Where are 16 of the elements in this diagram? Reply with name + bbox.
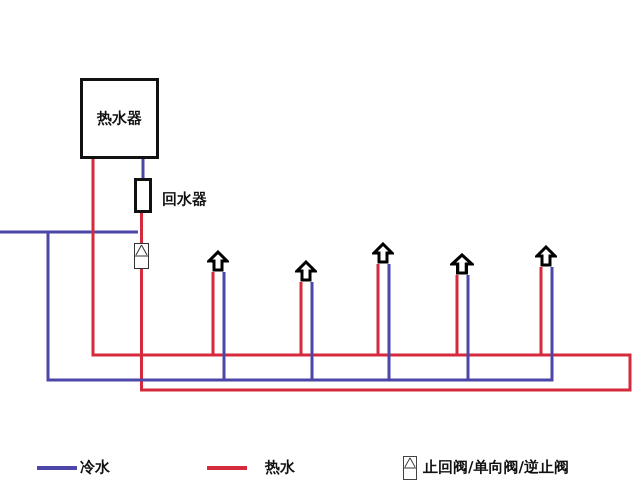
legend-label: 止回阀/单向阀/逆止阀 — [423, 458, 569, 477]
pipe — [0, 230, 554, 382]
pipe — [142, 159, 144, 178]
check-valve-symbol — [134, 243, 149, 269]
return-device-label: 回水器 — [162, 190, 207, 209]
outlet-arrow-icon — [450, 253, 474, 275]
outlet-arrow-icon — [372, 242, 394, 264]
heater-label: 热水器 — [97, 109, 142, 128]
outlet-arrow-icon — [295, 260, 317, 282]
outlet-arrow-icon — [535, 245, 557, 267]
water-heater-box — [80, 78, 159, 159]
legend-label: 冷水 — [80, 458, 110, 477]
return-device-box — [134, 178, 152, 213]
outlet-arrow-icon — [207, 250, 229, 272]
legend-label: 热水 — [265, 458, 295, 477]
pipe — [140, 213, 143, 243]
